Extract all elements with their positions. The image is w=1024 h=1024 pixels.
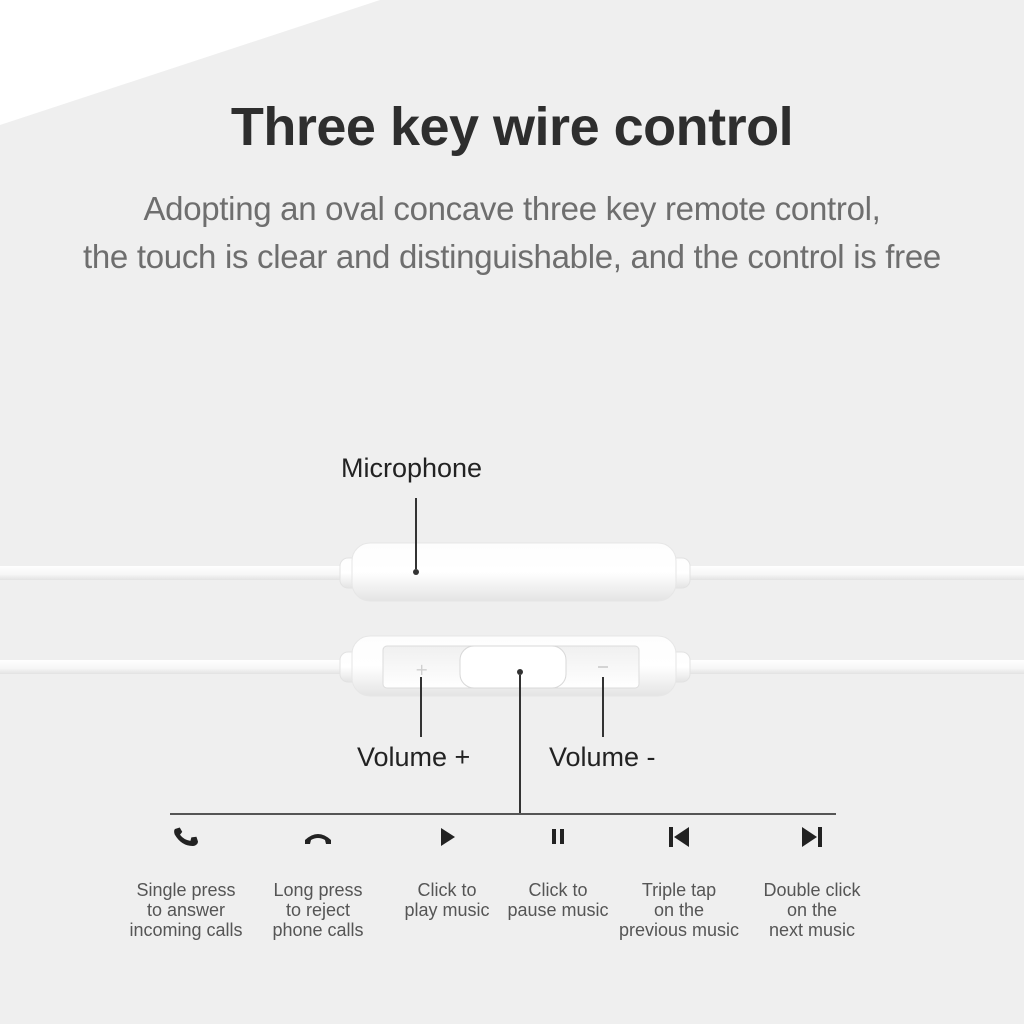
- svg-text:+: +: [415, 660, 428, 679]
- pause-icon: [552, 829, 564, 844]
- subtitle-line-2: the touch is clear and distinguishable, …: [83, 238, 941, 275]
- function-next-track: Double click on the next music: [737, 820, 887, 940]
- next-track-icon: [802, 827, 822, 847]
- function-reject-call: Long press to reject phone calls: [243, 820, 393, 940]
- phone-hangup-icon: [305, 834, 331, 844]
- phone-answer-icon: [174, 827, 198, 846]
- previous-track-icon: [669, 827, 689, 847]
- page-title: Three key wire control: [230, 97, 794, 157]
- volume-up-label: Volume +: [357, 742, 471, 772]
- function-text: Double click on the next music: [763, 880, 861, 940]
- function-baseline: [170, 813, 836, 815]
- microphone-unit: [0, 542, 1024, 602]
- function-text: Long press to reject phone calls: [272, 880, 364, 940]
- subtitle-line-1: Adopting an oval concave three key remot…: [143, 190, 881, 227]
- play-icon: [441, 828, 455, 846]
- function-pause: Click to pause music: [483, 820, 633, 920]
- function-text: Click to pause music: [507, 880, 609, 920]
- volume-down-label: Volume -: [549, 742, 656, 772]
- function-text: Triple tap on the previous music: [618, 880, 740, 940]
- function-answer-call: Single press to answer incoming calls: [111, 820, 261, 940]
- function-previous-track: Triple tap on the previous music: [604, 820, 754, 940]
- microphone-label: Microphone: [341, 453, 483, 483]
- function-text: Single press to answer incoming calls: [129, 880, 243, 940]
- function-text: Click to play music: [404, 880, 490, 920]
- button-unit: +: [0, 635, 1024, 697]
- function-play: Click to play music: [372, 820, 522, 920]
